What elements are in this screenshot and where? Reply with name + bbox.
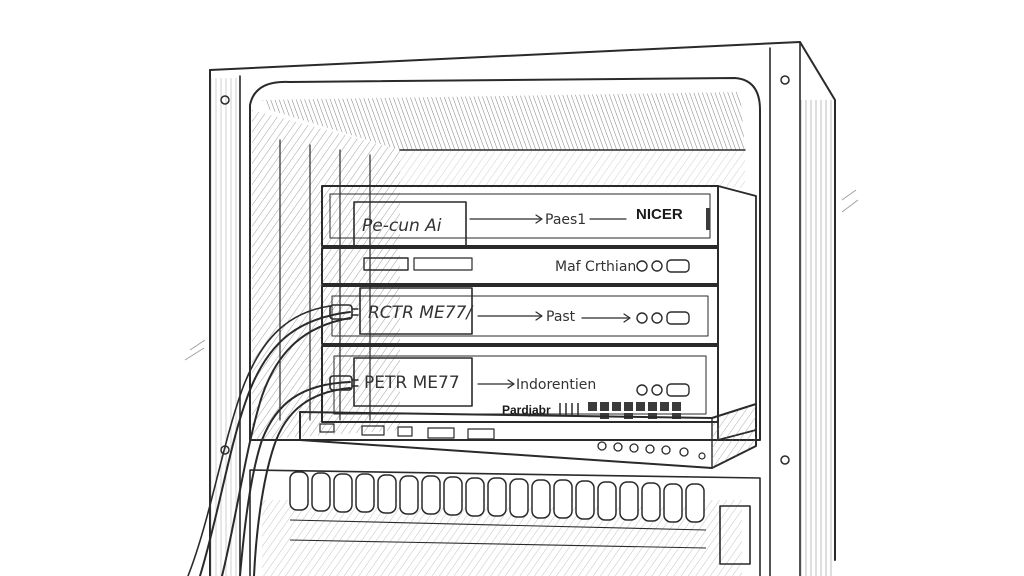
rack-unit-2: Maf Crthian: [321, 247, 719, 285]
rack-frame: [209, 41, 836, 576]
unit-3-indicator-2: [651, 312, 663, 324]
unit-3-label: Past: [546, 309, 576, 325]
unit-4-label: Indorentien: [516, 377, 596, 393]
cable-bundle: [187, 304, 359, 576]
cable-plug-lower: [329, 375, 353, 391]
unit-3-tag: [359, 287, 473, 335]
rack-unit-4: PETR ME77 Indorentien Pardjabr: [321, 345, 719, 423]
unit-3-tag-text: RCTR ME77/: [368, 303, 474, 323]
sketch-strokes: [184, 189, 859, 361]
unit-4-power-button: [666, 383, 690, 397]
unit-1-tag: [353, 201, 467, 247]
rack-unit-3: RCTR ME77/ Past: [321, 285, 719, 345]
unit-3-power-button: [666, 311, 690, 325]
unit-1-tag-text: Pe-cun Ai: [362, 216, 442, 236]
unit-2-indicator-2: [651, 260, 663, 272]
unit-2-slot: [413, 257, 473, 271]
shelf-bracket: [719, 505, 751, 565]
cable-plug-upper: [329, 304, 353, 320]
unit-3-indicator-1: [636, 312, 648, 324]
unit-2-display: [363, 257, 409, 271]
rack-unit-5: [299, 403, 757, 469]
equipment-side-panel: [717, 185, 757, 441]
unit-2-power-button: [666, 259, 690, 273]
unit-4-vents: [559, 403, 579, 415]
unit-4-brand: Pardjabr: [502, 403, 551, 417]
lower-shelf: [249, 469, 761, 576]
rack-unit-1: Pe-cun Ai Paes1 NICER: [321, 185, 719, 247]
unit-1-label: Paes1: [545, 212, 586, 228]
unit-2-indicator-1: [636, 260, 648, 272]
unit-1-brand: NICER: [636, 206, 683, 223]
unit-4-indicator-1: [636, 384, 648, 396]
unit-4-port-panel: [588, 402, 681, 419]
unit-2-label: Maf Crthian: [555, 259, 636, 275]
rack-interior: [249, 77, 761, 441]
unit-4-tag: [353, 357, 473, 407]
unit-4-indicator-2: [651, 384, 663, 396]
drive-bay-row: [289, 471, 705, 523]
unit-4-tag-text: PETR ME77: [364, 373, 460, 393]
